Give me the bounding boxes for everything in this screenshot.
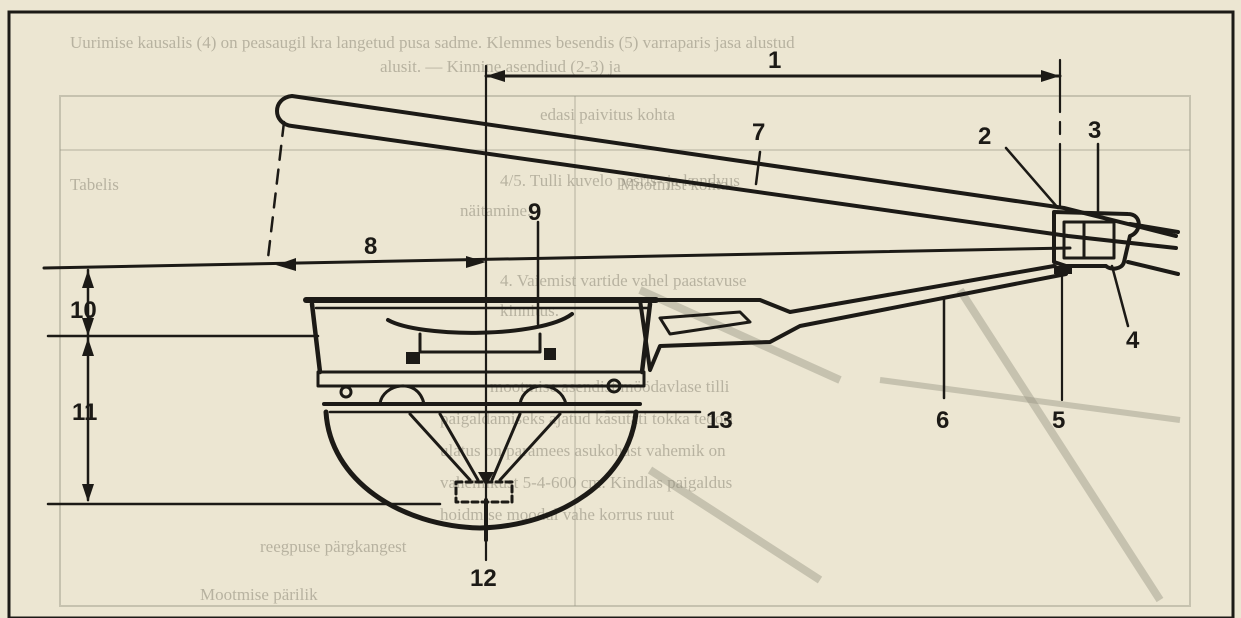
- dimension-8-arrow-left: [276, 258, 296, 271]
- pot-rivet-right: [606, 378, 622, 394]
- ghost-text-line: reegpuse pärgkangest: [260, 537, 407, 556]
- hinge-inner-box: [1062, 220, 1116, 260]
- dimension-lines: [42, 58, 1072, 562]
- leader-2: [1004, 146, 1060, 210]
- dimension-1-arrow-left: [486, 70, 505, 82]
- callout-7: 7: [752, 119, 765, 146]
- callout-8: 8: [364, 233, 377, 260]
- callout-4: 4: [1126, 327, 1140, 354]
- ghost-text-line: hoidmise moodul vahe korrus ruut: [440, 505, 674, 524]
- strainer-foot-left: [406, 352, 420, 364]
- inner-dome-right: [518, 384, 568, 406]
- callout-13: 13: [706, 407, 733, 434]
- pot-band: [316, 370, 646, 388]
- ghost-text-line: Uurimise kausalis (4) on peasaugil kra l…: [70, 33, 795, 52]
- figure-frame: [7, 10, 1235, 618]
- ghost-stroke: [879, 377, 1181, 423]
- inner-cone-legs: [408, 412, 562, 482]
- callout-labels: 1 2 3 4 5 6 7 8 9 10 11 12 13: [70, 47, 1140, 592]
- callout-5: 5: [1052, 407, 1065, 434]
- pot-assembly: [303, 264, 1068, 542]
- strainer-foot-right: [544, 348, 556, 360]
- ghost-text-line: 4/5. Tulli kuvelo pesris- ja kandvus: [500, 171, 740, 190]
- ghost-text-line: edasi paivitus kohta: [540, 105, 675, 124]
- callout-10: 10: [70, 297, 97, 324]
- ghost-stroke: [647, 466, 823, 584]
- dimension-8-line: [42, 246, 1072, 270]
- callout-9: 9: [528, 199, 541, 226]
- pot-bowl: [323, 409, 639, 531]
- dimension-11-arrow-bottom: [82, 484, 94, 502]
- bleed-through-layer: Uurimise kausalis (4) on peasaugil kra l…: [59, 33, 1191, 607]
- hinge-block: [1052, 210, 1141, 271]
- handle-dashed-projection: [266, 120, 286, 260]
- dimension-10-arrow-bottom: [82, 318, 94, 336]
- ghost-text-line: alusit. — Kinnine asendiud (2-3) ja: [380, 57, 621, 76]
- ghost-text-line: näitamine.: [460, 201, 531, 220]
- lower-handle-slot: [658, 310, 752, 336]
- callout-11: 11: [72, 399, 97, 426]
- ghost-text-line: Mootmist kohta: [620, 175, 729, 194]
- leader-7: [754, 150, 762, 186]
- leader-4: [1110, 264, 1130, 328]
- lower-handle-outline: [638, 264, 1068, 372]
- strainer-cup: [418, 332, 542, 354]
- ghost-text-line: ulatus on paramees asukohast vahemik on: [440, 441, 726, 460]
- ghost-text-line: 4. Vaiemist vartide vahel paastavuse: [500, 271, 747, 290]
- callout-3: 3: [1088, 117, 1101, 144]
- callout-6: 6: [936, 407, 949, 434]
- nozzle-tip: [478, 472, 494, 486]
- ghost-stroke: [956, 287, 1164, 603]
- dimension-8-arrow-right: [466, 256, 486, 268]
- inner-dome-left: [378, 384, 426, 406]
- pot-rivet-left: [339, 385, 353, 399]
- leader-lines: [536, 142, 1130, 414]
- callout-12: 12: [470, 565, 497, 592]
- ghost-text-line: Tabelis: [70, 175, 119, 194]
- dimension-11-arrow-top: [82, 338, 94, 356]
- callout-2: 2: [978, 123, 991, 150]
- dimension-1-arrow-right: [1041, 70, 1060, 82]
- strainer-top: [386, 312, 574, 335]
- ghost-table-frame: [59, 95, 1191, 607]
- dimension-10-arrow-top: [82, 270, 94, 288]
- ghost-text-line: Mootmise pärilik: [200, 585, 318, 604]
- pot-walls: [309, 301, 653, 375]
- ghost-text-line: kinnitus.: [500, 301, 559, 320]
- ghost-stroke: [638, 286, 842, 384]
- ghost-text-line: paigaldamiseks ajatud kasutati tokka teo…: [440, 409, 734, 428]
- callout-1: 1: [768, 47, 781, 74]
